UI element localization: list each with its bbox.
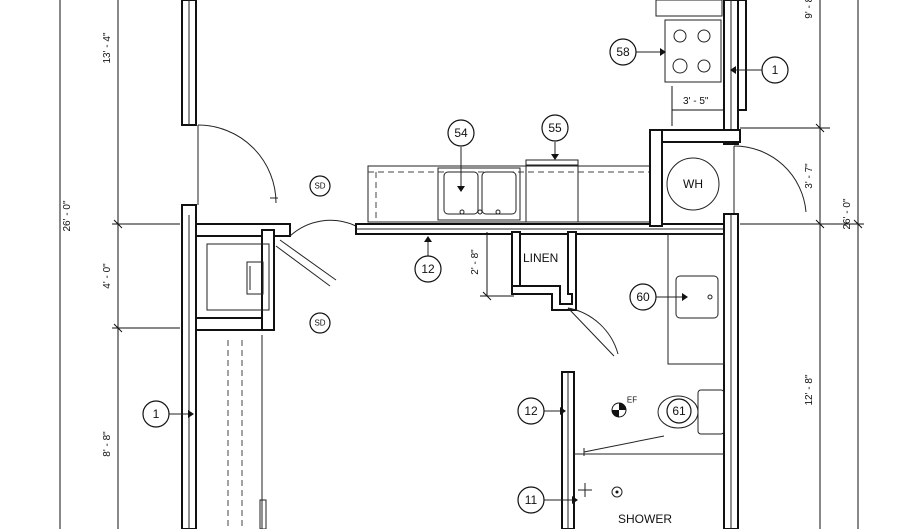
svg-text:1: 1 [772, 63, 779, 77]
right-wall-lower [723, 213, 739, 529]
svg-text:8' - 8": 8' - 8" [102, 431, 113, 457]
svg-text:60: 60 [636, 290, 650, 304]
linen-depth-dimension: 2' - 8" [470, 232, 514, 301]
svg-text:4' - 0": 4' - 0" [102, 263, 113, 289]
hallway-dashed-lines [227, 335, 267, 529]
entry-door [197, 124, 278, 205]
tag-1-left: 1 [142, 400, 194, 428]
svg-text:2' - 8": 2' - 8" [470, 249, 481, 275]
svg-text:EF: EF [627, 396, 637, 405]
kitchen-sink [437, 167, 521, 221]
svg-text:12: 12 [421, 262, 435, 276]
smoke-detector-b: SD [309, 312, 331, 334]
svg-text:58: 58 [616, 45, 630, 59]
svg-text:1: 1 [153, 407, 160, 421]
svg-text:12: 12 [524, 404, 538, 418]
toilet [657, 389, 725, 435]
left-dimension-string: 13' - 4" 26' - 0" 4' - 0" 8' - 8" [59, 0, 180, 529]
linen-label: LINEN [523, 251, 558, 265]
lavatory-counter [667, 233, 725, 365]
bathroom-door [567, 307, 619, 357]
tag-11: 11 [517, 486, 578, 514]
left-exterior-wall [181, 0, 197, 529]
linen-closet: LINEN [511, 231, 577, 311]
svg-text:54: 54 [454, 126, 468, 140]
tag-55: 55 [541, 114, 569, 160]
svg-text:26' - 0": 26' - 0" [62, 200, 73, 231]
smoke-detector-a: SD [309, 175, 331, 197]
svg-text:3' - 7": 3' - 7" [804, 163, 815, 189]
water-heater-closet: WH [649, 129, 741, 227]
dishwasher [525, 159, 579, 223]
kitchen-partition-wall [355, 223, 727, 235]
right-wall-upper [723, 0, 747, 145]
svg-text:SD: SD [314, 319, 325, 328]
tag-61: 61 [666, 398, 692, 424]
bathroom-left-wall [561, 371, 575, 529]
svg-text:55: 55 [548, 121, 562, 135]
tag-54: 54 [447, 119, 475, 192]
svg-text:3' - 5": 3' - 5" [683, 96, 709, 107]
range-width-dimension: 3' - 5" [671, 86, 725, 126]
exhaust-fan: EF [611, 396, 637, 418]
coat-closet [195, 219, 357, 331]
svg-text:12' - 8": 12' - 8" [804, 374, 815, 405]
svg-text:61: 61 [672, 404, 686, 418]
tag-12-kitchen-wall: 12 [414, 236, 442, 283]
tag-58: 58 [609, 38, 666, 66]
shower: SHOWER [574, 435, 724, 526]
shower-label: SHOWER [618, 512, 672, 526]
tag-60: 60 [629, 283, 688, 311]
utility-door [733, 145, 807, 214]
svg-text:11: 11 [525, 493, 538, 507]
water-heater-label: WH [683, 177, 703, 191]
tag-1-right: 1 [730, 56, 789, 84]
svg-text:26' - 0": 26' - 0" [842, 198, 853, 229]
svg-text:9' - 8": 9' - 8" [804, 0, 815, 19]
tag-12-bath-wall: 12 [517, 397, 566, 425]
range [655, 0, 723, 83]
svg-text:13' - 4": 13' - 4" [102, 32, 113, 63]
right-dimension-string: 9' - 8" 3' - 7" 26' - 0" 12' - 8" [740, 0, 864, 529]
shower-valve [578, 483, 592, 497]
svg-text:SD: SD [314, 182, 325, 191]
